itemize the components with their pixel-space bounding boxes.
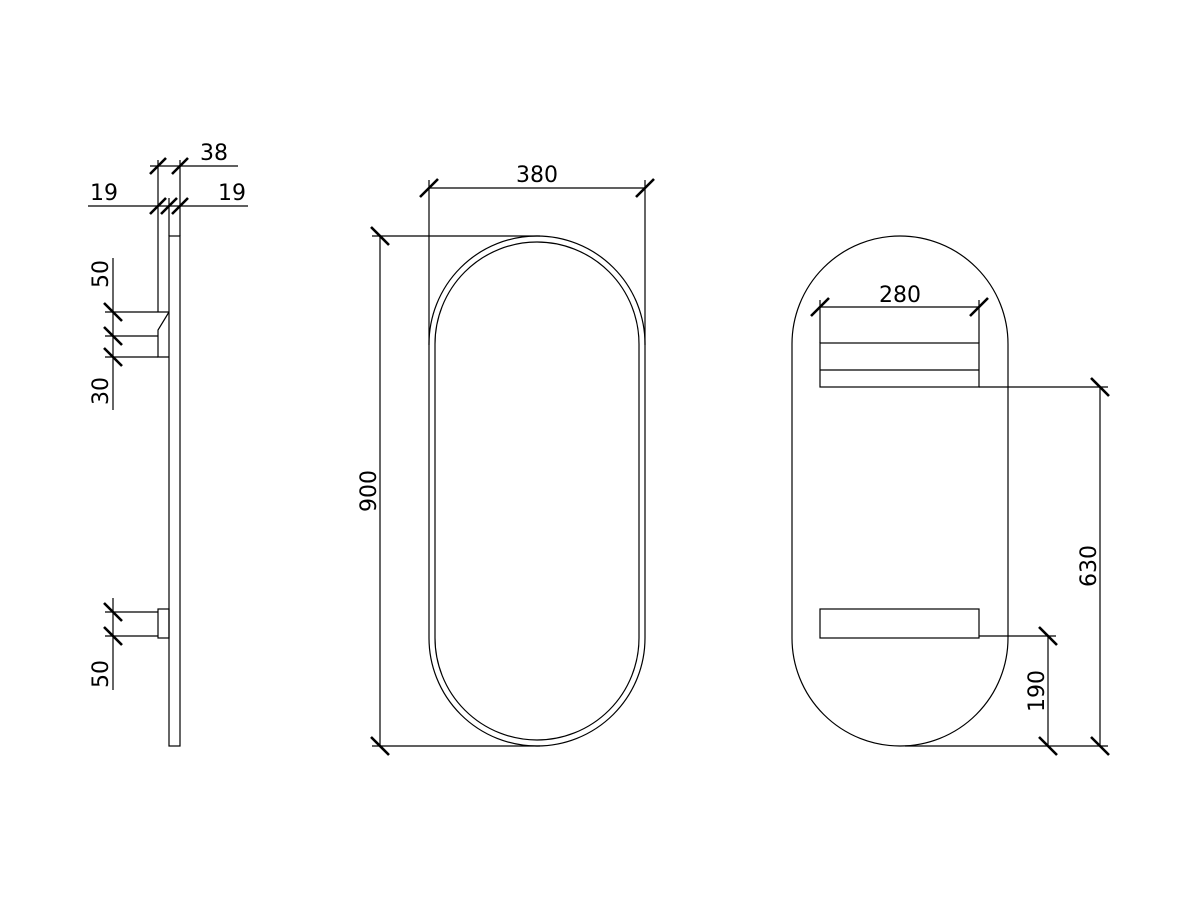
- rear-view-outline: [791, 235, 1009, 747]
- rear-view-upper-height-label: 630: [1077, 545, 1102, 587]
- rear-view-rail-tick-right: [969, 297, 989, 317]
- side-view-panel: [168, 235, 181, 747]
- side-view-left-thickness-label: 19: [90, 181, 118, 206]
- side-view-thickness-tick-1: [149, 197, 167, 215]
- rear-view-rail-width-label: 280: [879, 283, 921, 308]
- side-view-bottom-rail-label: 50: [89, 660, 114, 688]
- side-view-top-rail-label: 50: [89, 260, 114, 288]
- side-view: 38 19 19 50 30 50: [88, 141, 248, 747]
- side-view-gap-label: 30: [89, 377, 114, 405]
- rear-view-upper-rail: [819, 342, 980, 388]
- rear-view-lower-tick-bottom: [1038, 736, 1058, 756]
- front-view-width-tick-left: [419, 178, 439, 198]
- side-view-upper-tick-3: [103, 347, 123, 367]
- side-view-thickness-tick-2: [160, 197, 178, 215]
- front-view-width-tick-right: [635, 178, 655, 198]
- side-view-upper-tick-1: [103, 302, 123, 322]
- rear-view-lower-tick-top: [1038, 626, 1058, 646]
- side-view-upper-bracket: [157, 311, 170, 358]
- front-view-inner-glass: [434, 241, 640, 741]
- front-view-height-label: 900: [357, 470, 382, 512]
- front-view-width-label: 380: [516, 163, 558, 188]
- rear-view-upper-tick-bottom: [1090, 736, 1110, 756]
- front-view-height-tick-top: [370, 226, 390, 246]
- side-view-lower-tick-1: [103, 602, 123, 622]
- rear-view-upper-tick-top: [1090, 377, 1110, 397]
- rear-view-lower-rail: [819, 608, 980, 639]
- side-view-depth-label: 38: [200, 141, 228, 166]
- rear-view: 280 630 190: [791, 235, 1110, 756]
- side-view-thickness-tick-3: [171, 197, 189, 215]
- side-view-right-thickness-label: 19: [218, 181, 246, 206]
- side-view-upper-tick-2: [103, 326, 123, 346]
- front-view: 380 900: [357, 163, 655, 756]
- rear-view-lower-height-label: 190: [1025, 670, 1050, 712]
- front-view-height-tick-bottom: [370, 736, 390, 756]
- side-view-depth-tick-right: [171, 157, 189, 175]
- side-view-depth-tick-left: [149, 157, 167, 175]
- side-view-lower-tick-2: [103, 626, 123, 646]
- rear-view-rail-tick-left: [810, 297, 830, 317]
- side-view-lower-bracket: [157, 608, 170, 639]
